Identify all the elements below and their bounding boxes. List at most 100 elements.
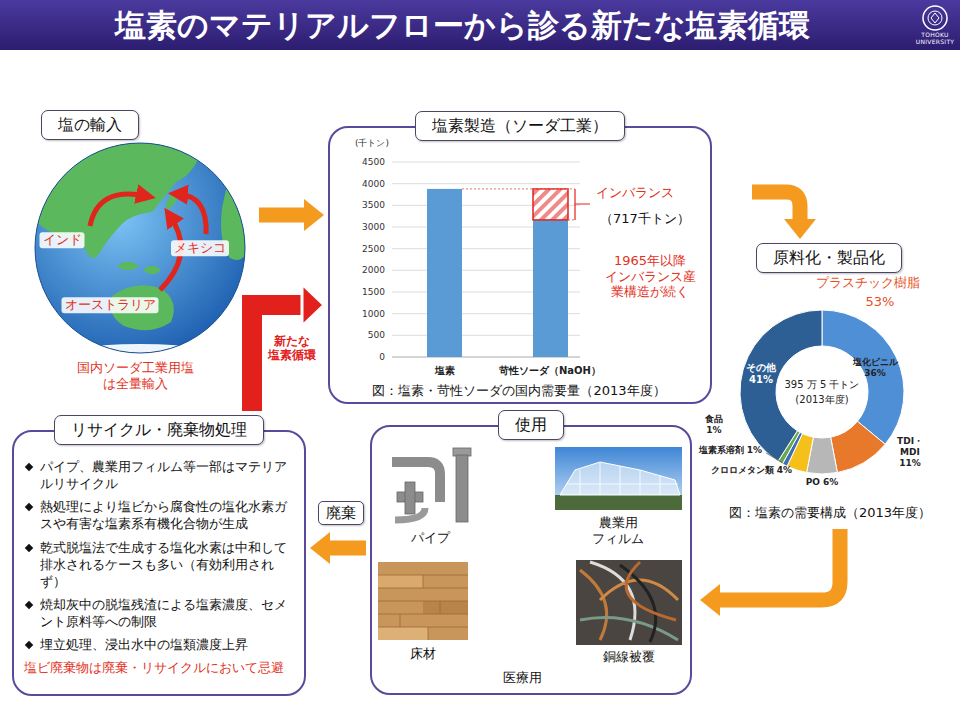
- wire-photo: [626, 562, 676, 620]
- bullet-text: パイプ、農業用フィルム等一部はマテリアルリサイクル: [40, 458, 296, 492]
- bullet-marker: [25, 641, 33, 649]
- figure-caption: 図：塩素の需要構成（2013年度）: [729, 505, 931, 521]
- donut-chart: [822, 310, 904, 444]
- title-band: [0, 0, 960, 50]
- axis-unit: (千トン): [355, 138, 389, 149]
- university-logo: [923, 6, 947, 30]
- segment-label: その他 41%: [746, 362, 776, 386]
- stage-heading: 使用: [498, 410, 564, 440]
- bullet-text: 乾式脱塩法で生成する塩化水素は中和して排水されるケースも多い（有効利用されず）: [40, 539, 296, 590]
- bullet-marker: [25, 463, 33, 471]
- arrow-shaft: [329, 541, 366, 556]
- country-label: インド: [40, 232, 85, 248]
- bar-chart: [575, 189, 590, 220]
- bar-chart: [533, 220, 568, 357]
- bullet-item: 焼却灰中の脱塩残渣による塩素濃度、セメント原料等への制限: [24, 596, 296, 630]
- floor-photo: [423, 601, 468, 614]
- category-label: 塩素: [435, 365, 455, 377]
- stage-heading: リサイクル・廃棄物処理: [54, 415, 264, 445]
- university-logo: [931, 13, 939, 23]
- floor-photo: [378, 562, 468, 640]
- segment-label: 塩素系溶剤 1%: [699, 445, 762, 456]
- photo-caption: 床材: [410, 646, 436, 662]
- annotation: 1965年以降 インバランス産 業構造が続く: [605, 253, 696, 300]
- axis-tick: 500: [368, 330, 385, 341]
- wire-photo: [580, 618, 678, 641]
- floor-photo: [378, 575, 468, 640]
- stage-heading: 原料化・製品化: [756, 243, 902, 273]
- wire-photo: [590, 562, 635, 640]
- globe: [30, 141, 250, 380]
- donut-chart: [740, 310, 904, 474]
- arrow-head: [304, 199, 324, 231]
- flow-arrow: [752, 192, 816, 239]
- photo-caption: 農業用 フィルム: [592, 515, 644, 546]
- pipe-photo: [405, 482, 415, 514]
- bullet-text: 熱処理により塩ビから腐食性の塩化水素ガスや有害な塩素系有機化合物が生成: [40, 498, 296, 532]
- stage-heading: 塩の輸入: [41, 110, 139, 140]
- university-logo: [928, 11, 942, 25]
- photo-caption: パイプ: [411, 530, 450, 546]
- bar-chart: [392, 162, 590, 357]
- segment-label: 塩化ビニル 36%: [853, 357, 898, 379]
- wire-photo: [580, 562, 678, 642]
- edge-label: 新たな 塩素循環: [268, 334, 316, 363]
- bullet-marker: [25, 601, 33, 609]
- bullet-item: 埋立処理、浸出水中の塩類濃度上昇: [24, 636, 296, 653]
- arrow-head: [700, 584, 720, 616]
- arrow-head: [310, 532, 330, 564]
- bullet-item: 乾式脱塩法で生成する塩化水素は中和して排水されるケースも多い（有効利用されず）: [24, 539, 296, 590]
- globe: [35, 143, 245, 353]
- wire-photo: [580, 570, 607, 640]
- bullet-text: 埋立処理、浸出水中の塩類濃度上昇: [40, 636, 296, 653]
- wire-photo: [576, 560, 682, 645]
- country-label: オーストラリア: [62, 297, 159, 313]
- floor-photo: [378, 562, 468, 640]
- category-label: 苛性ソーダ（NaOH）: [499, 365, 601, 377]
- edge-label: 廃棄: [318, 501, 364, 525]
- country-label: メキシコ: [171, 240, 229, 256]
- flow-arrow: [700, 529, 840, 616]
- arrow-shaft: [719, 529, 840, 600]
- axis-tick: 3500: [362, 200, 385, 211]
- arrow-head: [302, 284, 324, 326]
- note-text: 国内ソーダ工業用塩 は全量輸入: [77, 360, 194, 391]
- bar-chart: [462, 189, 575, 220]
- logo-text: TOHOKU UNIVERSITY: [916, 32, 955, 45]
- bullet-marker: [25, 503, 33, 511]
- annotation: 53%: [866, 294, 895, 310]
- segment-label: TDI・MDI 11%: [897, 436, 923, 468]
- globe: [90, 194, 146, 226]
- arrow-head: [784, 219, 816, 239]
- bullet-list: パイプ、農業用フィルム等一部はマテリアルリサイクル熱処理により塩ビから腐食性の塩…: [14, 432, 304, 680]
- flow-arrow: [310, 532, 366, 564]
- photo-caption: 医療用: [503, 670, 542, 686]
- segment-label: PO 6%: [806, 477, 839, 488]
- stage-heading: 塩素製造（ソーダ工業）: [415, 111, 625, 141]
- bullet-item: 熱処理により塩ビから腐食性の塩化水素ガスや有害な塩素系有機化合物が生成: [24, 498, 296, 532]
- floor-photo: [378, 575, 423, 588]
- segment-label: クロロメタン類 4%: [711, 465, 792, 476]
- globe: [144, 266, 160, 274]
- axis-tick: 2000: [362, 265, 385, 276]
- arrow-shaft: [259, 208, 305, 223]
- globe: [164, 189, 181, 210]
- pipe-photo: [395, 508, 425, 520]
- annotation: プラスチック樹脂: [816, 275, 920, 291]
- donut-year: (2013年度): [795, 394, 848, 406]
- stage-frame: リサイクル・廃棄物処理パイプ、農業用フィルム等一部はマテリアルリサイクル熱処理に…: [12, 430, 306, 696]
- axis-tick: 4500: [362, 157, 385, 168]
- bar-chart: [427, 189, 462, 357]
- annotation: インバランス: [596, 185, 674, 201]
- flow-arrow: [252, 284, 324, 411]
- greenhouse-photo: [555, 447, 682, 510]
- warning-note: 塩ビ廃棄物は廃棄・リサイクルにおいて忌避: [24, 660, 296, 676]
- greenhouse-photo: [555, 495, 682, 510]
- pipe-photo: [456, 455, 468, 522]
- axis-tick: 4000: [362, 178, 385, 189]
- greenhouse-photo: [560, 462, 680, 495]
- greenhouse-photo: [566, 463, 678, 495]
- photo-caption: 銅線被覆: [603, 649, 655, 665]
- pipe-photo: [392, 448, 471, 522]
- university-logo: [923, 6, 947, 30]
